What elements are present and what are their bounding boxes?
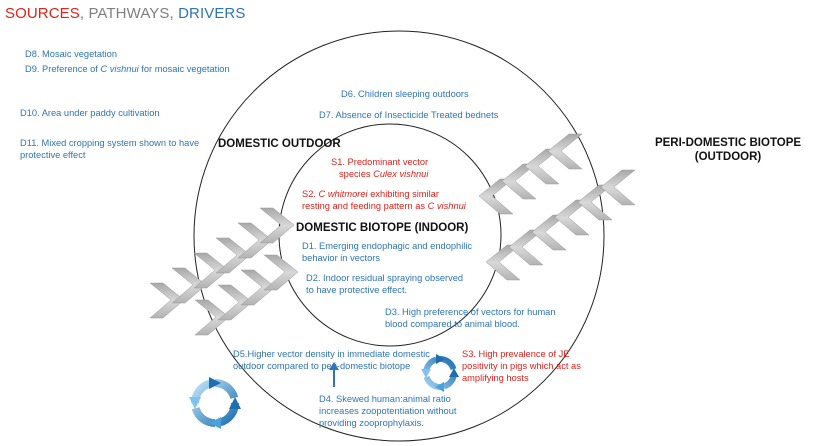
zone-label-domestic-indoor: DOMESTIC BIOTOPE (INDOOR)	[296, 222, 469, 234]
title-separator: ,	[79, 5, 89, 22]
driver-d4-line2: increases zoopotentiation without	[319, 406, 457, 416]
source-s2-species-2: C vishnui	[427, 201, 466, 211]
driver-d4-line1: D4. Skewed human:animal ratio	[319, 394, 451, 404]
page-title: SOURCES, PATHWAYS, DRIVERS	[5, 5, 245, 22]
driver-d2-line1: D2. Indoor residual spraying observed	[306, 273, 464, 283]
title-separator-2: ,	[169, 5, 179, 22]
source-s3-line2: positivity in pigs which act as	[462, 361, 581, 371]
d4-up-arrow	[329, 362, 339, 387]
source-s2-text-2: resting and feeding pattern as	[302, 201, 428, 211]
left-chevron-stream-b	[194, 254, 299, 336]
driver-d2-line2: to have protective effect.	[306, 285, 408, 295]
source-s3-line3: amplifying hosts	[462, 373, 529, 383]
driver-d11-line2: protective effect	[20, 150, 86, 160]
driver-d10: D10. Area under paddy cultivation	[20, 108, 160, 118]
driver-d3: D3. High preference of vectors for human…	[385, 306, 556, 330]
driver-d6: D6. Children sleeping outdoors	[341, 89, 469, 99]
right-chevron-stream-a	[478, 133, 583, 215]
driver-d9-text: D9. Preference of	[25, 64, 101, 74]
driver-d1: D1. Emerging endophagic and endophilic b…	[302, 240, 472, 264]
driver-d9-species: C vishnui	[100, 64, 139, 74]
source-s2: S2. C whitmorei exhibiting similar resti…	[302, 188, 466, 212]
driver-d7: D7. Absence of Insecticide Treated bedne…	[319, 110, 499, 120]
source-s2-species: C whitmorei	[318, 189, 368, 199]
source-s2-label: S2.	[302, 189, 319, 199]
driver-d5: D5.Higher vector density in immediate do…	[233, 348, 430, 372]
source-s3: S3. High prevalence of JE positivity in …	[462, 348, 581, 384]
source-s2-line2: resting and feeding pattern as C vishnui	[302, 200, 466, 212]
source-s3-line1: S3. High prevalence of JE	[462, 349, 570, 359]
right-chevron-stream-b	[485, 169, 636, 281]
driver-d3-line2: blood compared to animal blood.	[385, 319, 520, 329]
source-s1-text: species	[339, 169, 374, 179]
source-s2-line1: S2. C whitmorei exhibiting similar	[302, 188, 466, 200]
source-s1: S1. Predominant vector species Culex vis…	[331, 156, 428, 180]
driver-d8: D8. Mosaic vegetation	[25, 49, 117, 59]
title-pathways: PATHWAYS	[88, 5, 170, 22]
driver-d9-text-end: for mosaic vegetation	[138, 64, 230, 74]
driver-d11: D11. Mixed cropping system shown to have…	[20, 137, 199, 161]
driver-d3-line1: D3. High preference of vectors for human	[385, 307, 556, 317]
zone-label-peri-domestic-line1: PERI-DOMESTIC BIOTOPE	[654, 137, 802, 149]
driver-d1-line1: D1. Emerging endophagic and endophilic	[302, 241, 473, 251]
outer-domestic-circle	[193, 30, 605, 442]
title-drivers: DRIVERS	[178, 5, 246, 22]
driver-d2: D2. Indoor residual spraying observed to…	[306, 272, 463, 296]
source-s1-species: Culex vishnui	[373, 169, 429, 179]
driver-d1-line2: behavior in vectors	[302, 253, 381, 263]
driver-d4-line3: providing zooprophylaxis.	[319, 418, 424, 428]
driver-d9: D9. Preference of C vishnui for mosaic v…	[25, 63, 230, 75]
driver-d5-line1: D5.Higher vector density in immediate do…	[233, 349, 430, 359]
left-chevron-stream-a	[149, 207, 295, 319]
driver-d4: D4. Skewed human:animal ratio increases …	[319, 393, 456, 429]
driver-d5-line2: outdoor compared to peri-domestic biotop…	[233, 361, 411, 371]
zone-label-domestic-outdoor: DOMESTIC OUTDOOR	[218, 138, 341, 150]
cycle-arrows-icon	[189, 377, 241, 429]
title-sources: SOURCES	[5, 5, 80, 22]
source-s1-line2: species Culex vishnui	[331, 168, 428, 180]
zone-label-peri-domestic: PERI-DOMESTIC BIOTOPE (OUTDOOR)	[640, 137, 814, 163]
source-s2-text: exhibiting similar	[367, 189, 439, 199]
zone-label-peri-domestic-line2: (OUTDOOR)	[694, 151, 762, 163]
source-s1-line1: S1. Predominant vector	[331, 157, 429, 167]
cycle-arrows-icon-small	[421, 354, 459, 392]
driver-d11-line1: D11. Mixed cropping system shown to have	[20, 138, 200, 148]
